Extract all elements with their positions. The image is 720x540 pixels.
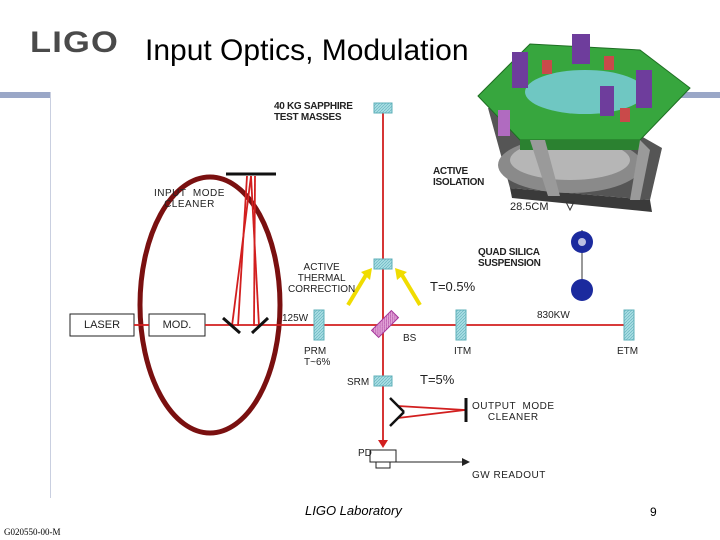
dimension-marker-icon	[565, 201, 575, 212]
input-test-mass-y	[373, 258, 393, 270]
imc-input-mirror	[222, 316, 241, 335]
imc-output-mirror	[250, 316, 270, 335]
photodiode-label: PD	[358, 448, 372, 459]
signal-recycling-mirror	[373, 375, 393, 387]
arm-power-label: 830KW	[537, 310, 570, 321]
page-number: 9	[650, 505, 657, 519]
gw-readout-label: GW READOUT	[472, 470, 546, 481]
quad-suspension-icon	[571, 230, 593, 301]
end-test-mass-y	[373, 102, 393, 114]
modulator-label: MOD.	[162, 319, 192, 331]
omc-pickoff-mirror	[389, 411, 405, 427]
ligo-logo: LIGO	[30, 26, 119, 59]
laser-label: LASER	[83, 319, 121, 331]
laser-power-label: 125W	[282, 313, 309, 324]
beam-splitter	[370, 309, 400, 339]
document-id: G020550-00-M	[4, 527, 61, 537]
srm-transmission-label: T=5%	[420, 372, 455, 387]
thermal-correction-label: ACTIVE THERMAL CORRECTION	[288, 262, 356, 295]
margin-rule	[50, 92, 51, 498]
itm-transmission-label: T=0.5%	[430, 279, 476, 294]
srm-label: SRM	[347, 377, 370, 388]
etm-label: ETM	[617, 346, 639, 357]
input-mode-cleaner-label: INPUT MODE CLEANER	[154, 188, 225, 210]
power-recycling-mirror	[313, 309, 325, 341]
footer-lab-name: LIGO Laboratory	[305, 503, 402, 518]
quad-suspension-label: QUAD SILICA SUSPENSION	[478, 247, 541, 269]
itm-label: ITM	[454, 346, 472, 357]
input-test-mass-x	[455, 309, 467, 341]
prm-label: PRM T~6%	[304, 346, 331, 368]
title-rule-left	[0, 92, 50, 98]
end-test-mass-x	[623, 309, 635, 341]
active-isolation-label: ACTIVE ISOLATION	[433, 166, 485, 188]
isolation-platform-illustration	[477, 34, 691, 212]
photodiode	[369, 449, 470, 469]
input-optics-highlight-ellipse	[137, 174, 283, 436]
beam-arrow-to-pd	[378, 440, 388, 448]
slide-title: Input Optics, Modulation	[145, 34, 469, 67]
output-mode-cleaner-label: OUTPUT MODE CLEANER	[472, 401, 555, 423]
omc-input-mirror	[389, 397, 405, 413]
thermal-correction-arrows	[346, 268, 422, 307]
beam-splitter-label: BS	[403, 333, 417, 344]
test-masses-label: 40 KG SAPPHIRE TEST MASSES	[274, 101, 353, 123]
laser-beam-paths	[134, 109, 630, 445]
title-rule-right	[660, 92, 720, 98]
dimension-label: 28.5CM	[510, 201, 549, 213]
